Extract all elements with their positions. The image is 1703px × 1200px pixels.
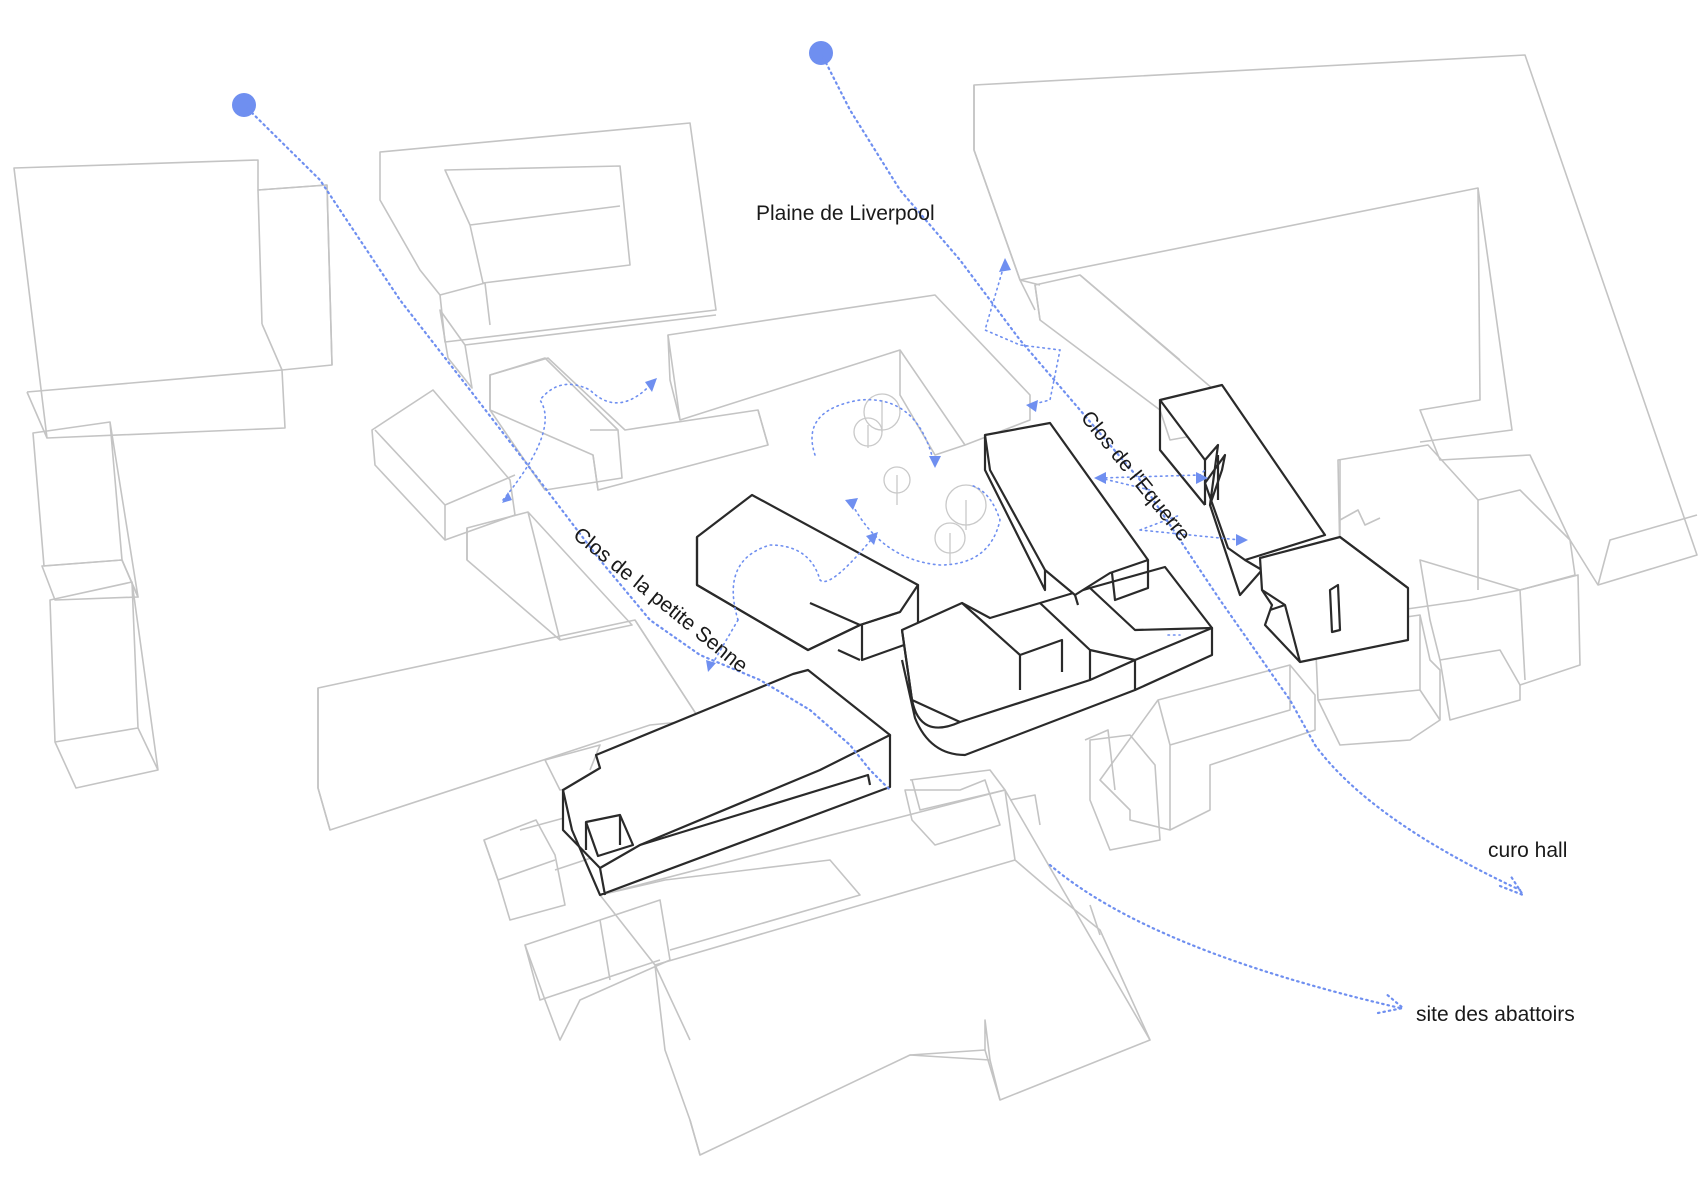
context-building-left-rows xyxy=(317,357,701,831)
project-building-e xyxy=(1258,535,1410,664)
project-building-b xyxy=(900,565,1214,757)
path-plaine-branch xyxy=(984,261,1061,406)
path-courtyard-loop xyxy=(811,398,936,469)
project-building-f xyxy=(561,668,892,897)
arrow-curo-hall-icon xyxy=(1498,873,1526,898)
context-building-far-left xyxy=(13,159,333,789)
label-site-des-abattoirs: site des abattoirs xyxy=(1416,1003,1575,1026)
arrow-plaine-icon xyxy=(999,258,1011,272)
project-buildings xyxy=(561,383,1410,897)
project-building-a xyxy=(695,493,920,662)
context-building-top-left xyxy=(379,122,717,389)
label-plaine-de-liverpool: Plaine de Liverpool xyxy=(756,202,935,225)
context-building-bottom-center xyxy=(599,769,1151,1156)
path-center-route xyxy=(819,51,1317,747)
path-curo-hall xyxy=(1313,743,1522,892)
label-curo-hall: curo hall xyxy=(1488,839,1567,862)
project-building-d xyxy=(1158,383,1327,597)
trees xyxy=(853,393,987,565)
project-building-c xyxy=(983,421,1150,606)
context-building-right-lower xyxy=(1084,664,1316,851)
context-buildings xyxy=(13,54,1698,1156)
pedestrian-paths xyxy=(232,41,1526,1015)
context-building-top-right xyxy=(973,54,1698,586)
path-abattoirs xyxy=(1048,863,1402,1010)
context-building-central-top xyxy=(489,294,1031,491)
path-left-loop xyxy=(502,379,656,501)
